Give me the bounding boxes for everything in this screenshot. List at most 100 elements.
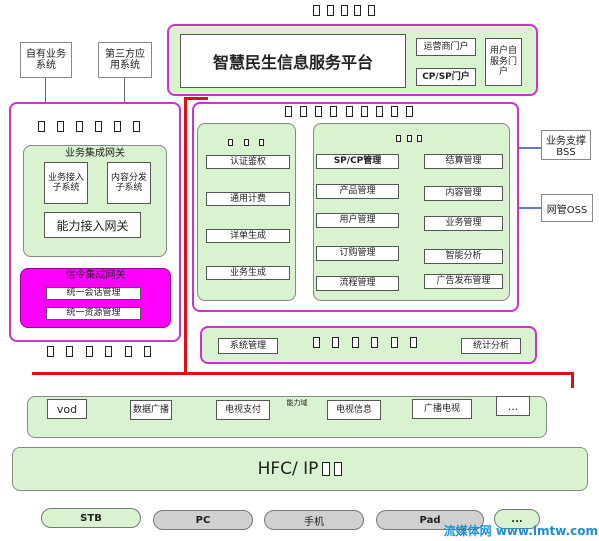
glyph-square bbox=[406, 106, 413, 117]
cap-tv-pay: 电视支付 bbox=[216, 400, 270, 420]
third-party-system: 第三方应用系统 bbox=[98, 42, 152, 78]
settlement-mgmt: 结算管理 bbox=[424, 154, 503, 169]
glyph-square bbox=[330, 106, 338, 117]
cap-more: ... bbox=[496, 396, 530, 416]
terminal-stb: STB bbox=[41, 508, 141, 528]
glyph-square bbox=[332, 337, 340, 348]
core-right-square-row bbox=[396, 135, 422, 142]
portal-operator: 运营商门户 bbox=[416, 38, 476, 56]
billing-box: 通用计费 bbox=[206, 192, 290, 206]
network-label: HFC/ IP bbox=[257, 459, 319, 479]
content-mgmt: 内容管理 bbox=[424, 186, 503, 201]
service-gen-box: 业务生成 bbox=[206, 266, 290, 280]
terminal-pc: PC bbox=[153, 510, 253, 530]
glyph-square bbox=[351, 337, 359, 348]
unified-resource: 统一资源管理 bbox=[46, 307, 141, 320]
portal-cpsp: CP/SP门户 bbox=[416, 68, 476, 86]
capability-gateway: 能力接入网关 bbox=[44, 212, 141, 238]
glyph-square bbox=[228, 139, 233, 146]
core-square-row bbox=[285, 106, 413, 117]
left-bottom-square-row bbox=[47, 346, 151, 357]
portal-user: 用户自服务门户 bbox=[485, 38, 522, 86]
connector-line bbox=[124, 78, 125, 102]
top-square-row bbox=[313, 5, 375, 16]
signaling-gateway-title: 信令集成网关 bbox=[65, 270, 126, 281]
glyph-square bbox=[47, 346, 54, 357]
connector-line bbox=[45, 78, 46, 102]
glyph-square bbox=[368, 5, 375, 16]
red-bus-horizontal bbox=[32, 372, 574, 375]
cap-tv-info: 电视信息 bbox=[327, 400, 381, 420]
glyph-square bbox=[85, 346, 93, 357]
red-bus-vertical bbox=[184, 98, 187, 373]
glyph-square bbox=[334, 462, 343, 476]
glyph-square bbox=[390, 106, 398, 117]
glyph-square bbox=[326, 5, 334, 16]
stats-box: 统计分析 bbox=[461, 338, 521, 354]
left-square-row bbox=[38, 121, 140, 132]
sys-mgmt-box: 系统管理 bbox=[218, 338, 278, 354]
order-mgmt: 订购管理 bbox=[316, 246, 399, 261]
cdr-box: 详单生成 bbox=[206, 229, 290, 243]
glyph-square bbox=[57, 121, 64, 132]
glyph-square bbox=[38, 121, 45, 132]
glyph-square bbox=[371, 337, 379, 348]
glyph-square bbox=[66, 346, 74, 357]
glyph-square bbox=[143, 346, 151, 357]
bss-connector bbox=[519, 147, 541, 149]
red-bus-right bbox=[571, 372, 574, 388]
cap-data-broadcast: 数据广播 bbox=[130, 400, 172, 420]
access-subsystem: 业务接入子系统 bbox=[44, 162, 88, 204]
glyph-square bbox=[345, 106, 353, 117]
network-label-row: HFC/ IP bbox=[12, 447, 588, 491]
core-right-group bbox=[313, 123, 510, 301]
spcp-mgmt: SP/CP管理 bbox=[316, 154, 399, 169]
red-bus-top bbox=[184, 97, 208, 100]
glyph-square bbox=[285, 106, 292, 117]
core-left-square-row bbox=[228, 139, 264, 146]
glyph-square bbox=[133, 121, 140, 132]
ad-publish-mgmt: 广告发布管理 bbox=[424, 274, 503, 289]
process-mgmt: 流程管理 bbox=[316, 276, 399, 291]
cap-broadcast-tv: 广播电视 bbox=[412, 399, 472, 419]
content-subsystem: 内容分发子系统 bbox=[107, 162, 151, 204]
glyph-square bbox=[313, 5, 320, 16]
bss-box: 业务支撑BSS bbox=[541, 130, 591, 160]
glyph-square bbox=[124, 346, 132, 357]
glyph-square bbox=[409, 337, 417, 348]
service-mgmt: 业务管理 bbox=[424, 216, 503, 231]
watermark: 流媒体网 www.lmtw.com bbox=[443, 524, 598, 538]
glyph-square bbox=[313, 337, 320, 348]
glyph-square bbox=[406, 135, 412, 142]
business-gateway-title: 业务集成网关 bbox=[65, 148, 125, 159]
glyph-square bbox=[390, 337, 398, 348]
glyph-square bbox=[322, 462, 331, 476]
platform-title: 智慧民生信息服务平台 bbox=[180, 34, 406, 88]
glyph-square bbox=[354, 5, 362, 16]
glyph-square bbox=[243, 139, 249, 146]
glyph-square bbox=[396, 135, 401, 142]
glyph-square bbox=[340, 5, 348, 16]
oss-box: 网管OSS bbox=[541, 194, 593, 222]
network-layer bbox=[12, 447, 588, 491]
glyph-square bbox=[95, 121, 102, 132]
auth-box: 认证鉴权 bbox=[206, 155, 290, 169]
glyph-square bbox=[76, 121, 83, 132]
user-mgmt: 用户管理 bbox=[316, 213, 399, 228]
terminal-pad: Pad bbox=[376, 510, 484, 530]
product-mgmt: 产品管理 bbox=[316, 184, 399, 199]
cap-mid-label: 能力域 bbox=[286, 399, 308, 407]
glyph-square bbox=[315, 106, 323, 117]
glyph-square bbox=[360, 106, 368, 117]
terminal-phone: 手机 bbox=[264, 510, 364, 530]
unified-session: 统一会话管理 bbox=[46, 287, 141, 300]
self-business-system: 自有业务系统 bbox=[20, 42, 72, 78]
glyph-square bbox=[105, 346, 113, 357]
cap-vod: vod bbox=[47, 399, 87, 419]
oss-connector bbox=[519, 207, 541, 209]
glyph-square bbox=[114, 121, 121, 132]
glyph-square bbox=[417, 135, 422, 142]
glyph-square bbox=[259, 139, 264, 146]
sys-square-row bbox=[313, 337, 417, 348]
glyph-square bbox=[375, 106, 383, 117]
